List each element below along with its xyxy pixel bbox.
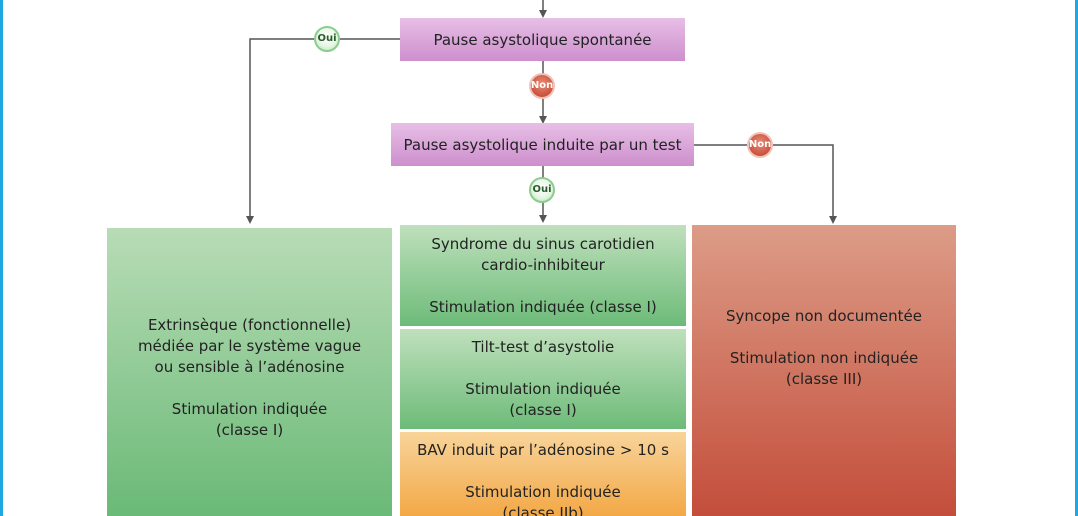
syncope-class: (classe III) (785, 369, 863, 388)
extrinsic-line1: Extrinsèque (fonctionnelle) (147, 316, 352, 334)
non-badge-right-label: Non (748, 139, 772, 150)
extrinsic-class: (classe I) (215, 421, 284, 439)
tilt-title: Tilt-test d’asystolie (471, 338, 615, 356)
tilt-class: (classe I) (509, 401, 577, 419)
extrinsic-box: Extrinsèque (fonctionnelle) médiée par l… (107, 228, 392, 516)
connector-oui-left (246, 38, 400, 224)
oui-badge-top-label: Oui (317, 33, 337, 44)
extrinsic-indication: Stimulation indiquée (171, 400, 328, 418)
non-badge-top-label: Non (530, 80, 554, 91)
oui-badge-top: Oui (314, 26, 340, 52)
carotid-sinus-box: Syndrome du sinus carotidien cardio-inhi… (400, 225, 686, 326)
carotid-line2: cardio-inhibiteur (481, 255, 605, 274)
carotid-indication: Stimulation indiquée (classe I) (429, 297, 657, 316)
oui-badge-middle: Oui (529, 177, 555, 203)
syncope-indication: Stimulation non indiquée (729, 348, 919, 367)
oui-badge-middle-label: Oui (532, 184, 552, 195)
extrinsic-line2: médiée par le système vague (137, 337, 362, 355)
bav-adenosine-box: BAV induit par l’adénosine > 10 s Stimul… (400, 432, 686, 516)
spontaneous-pause-box: Pause asystolique spontanée (400, 18, 685, 61)
bav-indication: Stimulation indiquée (465, 483, 621, 501)
undocumented-syncope-box: Syncope non documentée Stimulation non i… (692, 225, 956, 516)
syncope-title: Syncope non documentée (726, 306, 922, 325)
bav-title: BAV induit par l’adénosine > 10 s (417, 441, 669, 459)
tilt-indication: Stimulation indiquée (465, 380, 621, 398)
carotid-line1: Syndrome du sinus carotidien (431, 234, 655, 253)
extrinsic-line3: ou sensible à l’adénosine (154, 358, 345, 376)
spontaneous-pause-label: Pause asystolique spontanée (433, 30, 652, 49)
tilt-test-box: Tilt-test d’asystolie Stimulation indiqu… (400, 329, 686, 429)
induced-pause-label: Pause asystolique induite par un test (403, 135, 682, 154)
induced-pause-box: Pause asystolique induite par un test (391, 123, 694, 166)
bav-class: (classe IIb) (502, 504, 584, 516)
non-badge-right: Non (747, 132, 773, 158)
connector-non-right (693, 144, 837, 224)
non-badge-top: Non (529, 73, 555, 99)
